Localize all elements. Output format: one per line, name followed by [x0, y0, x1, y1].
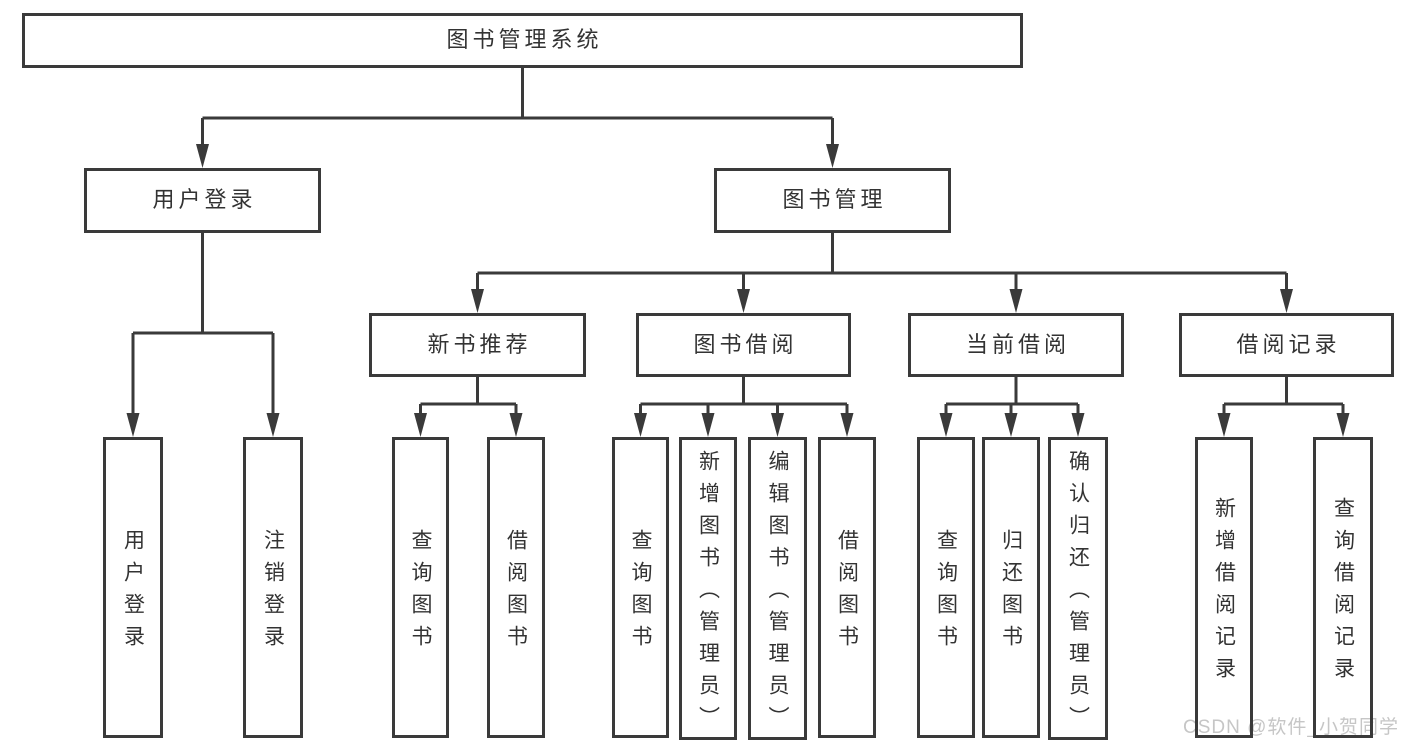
node-label-leaf-user-login: 用户登录: [121, 529, 145, 657]
node-label-new-book-rec: 新书推荐: [427, 331, 532, 357]
node-book-borrow: 图书借阅: [636, 313, 851, 377]
node-cb-confirm: 确认归还（管理员）: [1048, 437, 1108, 740]
arrowhead-icon: [939, 413, 953, 437]
node-cb-query: 查询图书: [917, 437, 975, 738]
node-br-add: 新增借阅记录: [1195, 437, 1253, 738]
node-new-book-rec: 新书推荐: [369, 313, 586, 377]
arrowhead-icon: [1004, 413, 1018, 437]
node-label-user-login: 用户登录: [152, 187, 257, 213]
node-nb-query: 查询图书: [392, 437, 449, 738]
node-label-root: 图书管理系统: [446, 27, 603, 53]
node-bb-add: 新增图书（管理员）: [679, 437, 737, 740]
node-label-bb-query: 查询图书: [629, 529, 653, 657]
node-label-bb-add: 新增图书（管理员）: [696, 450, 720, 738]
node-label-nb-borrow: 借阅图书: [504, 529, 528, 657]
node-label-book-mgmt: 图书管理: [782, 187, 887, 213]
arrowhead-icon: [126, 413, 140, 437]
node-label-nb-query: 查询图书: [409, 529, 433, 657]
node-book-mgmt: 图书管理: [714, 168, 951, 233]
node-leaf-user-login: 用户登录: [103, 437, 163, 738]
node-label-leaf-logout: 注销登录: [261, 529, 285, 657]
node-bb-edit: 编辑图书（管理员）: [748, 437, 807, 740]
node-nb-borrow: 借阅图书: [487, 437, 545, 738]
arrowhead-icon: [196, 144, 209, 168]
node-cb-return: 归还图书: [982, 437, 1040, 738]
node-label-book-borrow: 图书借阅: [693, 331, 798, 357]
arrowhead-icon: [701, 413, 715, 437]
node-label-bb-borrow: 借阅图书: [835, 529, 859, 657]
node-label-cb-query: 查询图书: [934, 529, 958, 657]
arrowhead-icon: [509, 413, 523, 437]
arrowhead-icon: [414, 413, 427, 437]
node-current-borrow: 当前借阅: [908, 313, 1124, 377]
watermark: CSDN @软件_小贺同学: [1183, 717, 1399, 738]
node-label-cb-confirm: 确认归还（管理员）: [1066, 450, 1090, 738]
arrowhead-icon: [1071, 413, 1085, 437]
node-label-borrow-records: 借阅记录: [1236, 331, 1341, 357]
arrowhead-icon: [471, 289, 484, 313]
node-leaf-logout: 注销登录: [243, 437, 303, 738]
node-label-current-borrow: 当前借阅: [965, 331, 1070, 357]
arrowhead-icon: [737, 289, 750, 313]
node-root: 图书管理系统: [22, 13, 1023, 68]
arrowhead-icon: [1009, 289, 1023, 313]
arrowhead-icon: [1280, 289, 1293, 313]
node-label-br-add: 新增借阅记录: [1212, 497, 1236, 689]
node-br-query: 查询借阅记录: [1313, 437, 1373, 738]
node-label-bb-edit: 编辑图书（管理员）: [766, 450, 790, 738]
connector-path: [131, 68, 1345, 416]
arrowhead-icon: [840, 413, 854, 437]
arrowhead-icon: [826, 144, 839, 168]
node-borrow-records: 借阅记录: [1179, 313, 1394, 377]
node-bb-query: 查询图书: [612, 437, 669, 738]
node-user-login: 用户登录: [84, 168, 321, 233]
arrowhead-icon: [634, 413, 647, 437]
arrowhead-icon: [266, 413, 280, 437]
node-bb-borrow: 借阅图书: [818, 437, 876, 738]
node-label-br-query: 查询借阅记录: [1331, 497, 1355, 689]
arrowhead-icon: [1336, 413, 1350, 437]
node-label-cb-return: 归还图书: [999, 529, 1023, 657]
arrowhead-icon: [1217, 413, 1231, 437]
arrowhead-icon: [771, 413, 784, 437]
